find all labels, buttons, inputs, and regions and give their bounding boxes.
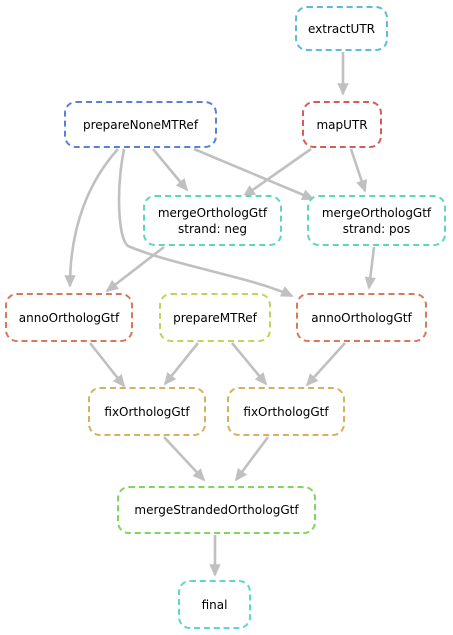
arrowhead (234, 467, 247, 482)
edge-merge-ortholog-gtf-neg-to-anno-ortholog-gtf-left (105, 245, 165, 293)
edge-prepare-none-mtref-to-merge-ortholog-gtf-neg (151, 148, 189, 192)
arrowhead (337, 83, 349, 96)
node-label: annoOrthologGtf (311, 310, 412, 325)
node-label: prepareMTRef (173, 310, 257, 325)
node-label: mergeStrandedOrthologGtf (134, 503, 299, 517)
edge-prepare-mtref-to-fix-ortholog-gtf-right (230, 342, 268, 386)
node-label: fixOrthologGtf (243, 404, 329, 419)
edge-anno-ortholog-gtf-right-to-fix-ortholog-gtf-right (305, 342, 346, 387)
node-wildcard-label: strand: neg (178, 221, 247, 236)
arrowhead (364, 276, 376, 290)
arrowhead (242, 185, 257, 198)
arrowhead (209, 564, 221, 577)
arrowhead (254, 372, 268, 386)
node-anno-ortholog-gtf-left[interactable]: annoOrthologGtf (5, 293, 133, 342)
edge-fix-ortholog-gtf-left-to-merge-stranded-ortholog-gtf (163, 436, 206, 482)
arrowhead (163, 372, 177, 386)
node-label: mergeOrthologGtf (321, 205, 432, 220)
node-extract-utr[interactable]: extractUTR (295, 6, 388, 51)
node-label: annoOrthologGtf (18, 310, 120, 325)
edge-prepare-none-mtref-to-anno-ortholog-gtf-left (64, 148, 119, 288)
arrowhead (112, 374, 126, 388)
arrowhead (305, 373, 319, 387)
arrowhead (175, 178, 189, 192)
edge-prepare-none-mtref-to-anno-ortholog-gtf-right (117, 148, 294, 298)
node-fix-ortholog-gtf-right[interactable]: fixOrthologGtf (227, 387, 345, 436)
edge-merge-stranded-ortholog-gtf-to-final (209, 535, 221, 577)
edge-map-utr-to-merge-ortholog-gtf-neg (242, 147, 312, 198)
arrowhead (356, 179, 367, 193)
node-label: fixOrthologGtf (104, 404, 190, 419)
node-label: extractUTR (307, 21, 376, 36)
node-label: mergeOrthologGtf (157, 205, 268, 220)
edge-fix-ortholog-gtf-right-to-merge-stranded-ortholog-gtf (234, 436, 270, 482)
node-prepare-none-mtref[interactable]: prepareNoneMTRef (64, 101, 217, 148)
edge-line (68, 148, 119, 287)
edge-anno-ortholog-gtf-left-to-fix-ortholog-gtf-left (88, 342, 126, 388)
node-merge-stranded-ortholog-gtf[interactable]: mergeStrandedOrthologGtf (117, 486, 316, 534)
arrowhead (279, 286, 294, 297)
edge-line (243, 147, 312, 198)
arrowhead (192, 468, 206, 482)
node-map-utr[interactable]: mapUTR (302, 101, 382, 148)
node-label: mapUTR (316, 117, 368, 132)
node-label: prepareNoneMTRef (82, 117, 199, 132)
edge-merge-ortholog-gtf-pos-to-anno-ortholog-gtf-right (364, 246, 376, 290)
edge-extract-utr-to-map-utr (337, 52, 349, 96)
arrowhead (64, 275, 76, 288)
node-prepare-mtref[interactable]: prepareMTRef (159, 293, 271, 342)
node-anno-ortholog-gtf-right[interactable]: annoOrthologGtf (296, 293, 427, 342)
node-fix-ortholog-gtf-left[interactable]: fixOrthologGtf (88, 387, 206, 436)
arrowhead (105, 279, 119, 293)
edge-map-utr-to-merge-ortholog-gtf-pos (349, 148, 367, 193)
node-label: final (201, 597, 228, 612)
edge-line (106, 245, 165, 293)
edge-line (117, 148, 293, 298)
edge-prepare-mtref-to-fix-ortholog-gtf-left (163, 342, 200, 386)
edge-line (193, 147, 314, 201)
node-wildcard-label: strand: pos (342, 221, 411, 236)
node-final[interactable]: final (178, 580, 251, 629)
